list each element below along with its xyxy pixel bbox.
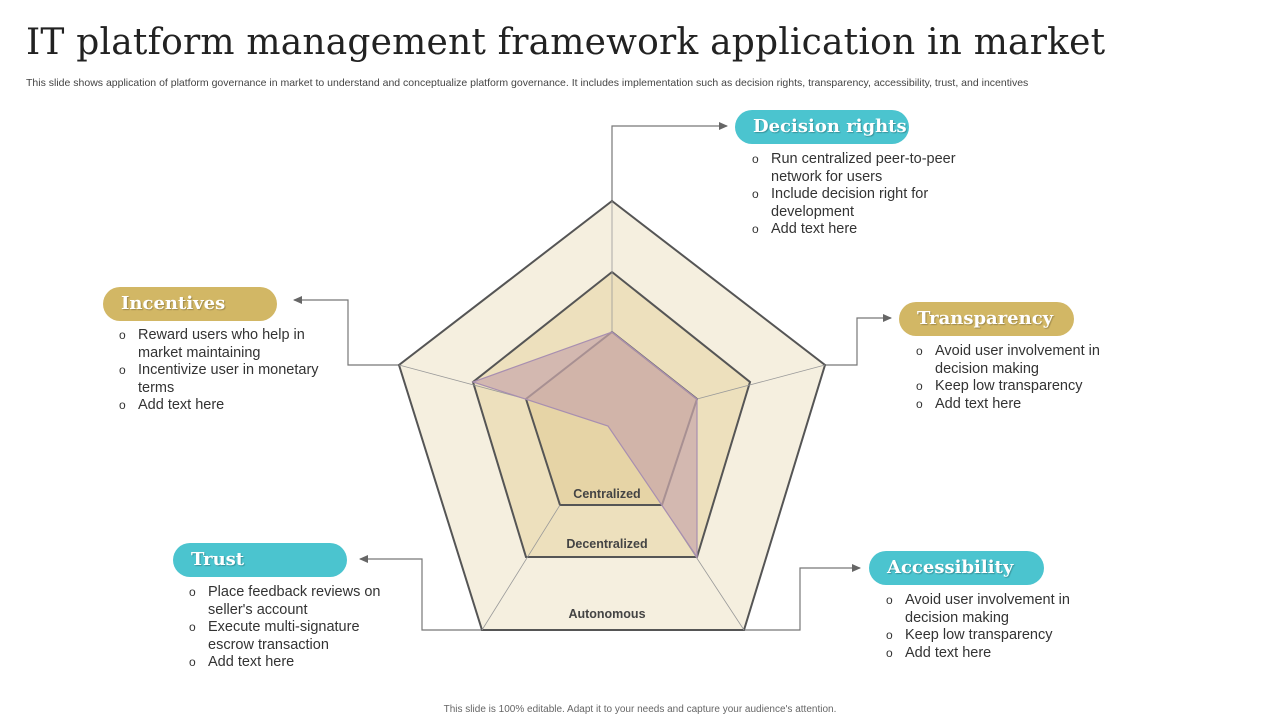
bullet-icon: o: [752, 187, 759, 202]
bullet-icon: o: [886, 628, 893, 643]
pill-transparency: Transparency: [899, 302, 1074, 336]
footer-note: This slide is 100% editable. Adapt it to…: [443, 704, 837, 715]
bullet-icon: o: [916, 344, 923, 358]
page-subtitle: This slide shows application of platform…: [26, 77, 1029, 89]
page-title: IT platform management framework applica…: [26, 22, 1106, 63]
bullet-icon: o: [916, 396, 923, 411]
connector-trust: [359, 555, 482, 631]
level-label-autonomous: Autonomous: [568, 607, 645, 621]
pill-trust: Trust: [173, 543, 347, 577]
connector-accessibility: [744, 564, 861, 631]
bullet-icon: o: [886, 593, 893, 607]
bullet-icon: o: [752, 222, 759, 237]
bullet-icon: o: [189, 585, 196, 599]
bullet-icon: o: [119, 328, 126, 342]
level-label-centralized: Centralized: [573, 487, 640, 501]
connector-decision-rights: [611, 122, 728, 201]
data-area: [471, 331, 698, 559]
connector-incentives: [293, 296, 399, 366]
bullet-icon: o: [189, 620, 196, 635]
pill-decision-rights: Decision rights: [735, 110, 909, 144]
bullet-icon: o: [119, 398, 126, 413]
bullet-icon: o: [886, 645, 893, 660]
level-label-decentralized: Decentralized: [566, 537, 647, 551]
bullet-icon: o: [916, 379, 923, 394]
connector-transparency: [825, 314, 892, 366]
pill-incentives: Incentives: [103, 287, 277, 321]
pill-accessibility: Accessibility: [869, 551, 1044, 585]
bullet-icon: o: [119, 363, 126, 378]
bullet-icon: o: [189, 655, 196, 670]
bullet-icon: o: [752, 152, 759, 166]
